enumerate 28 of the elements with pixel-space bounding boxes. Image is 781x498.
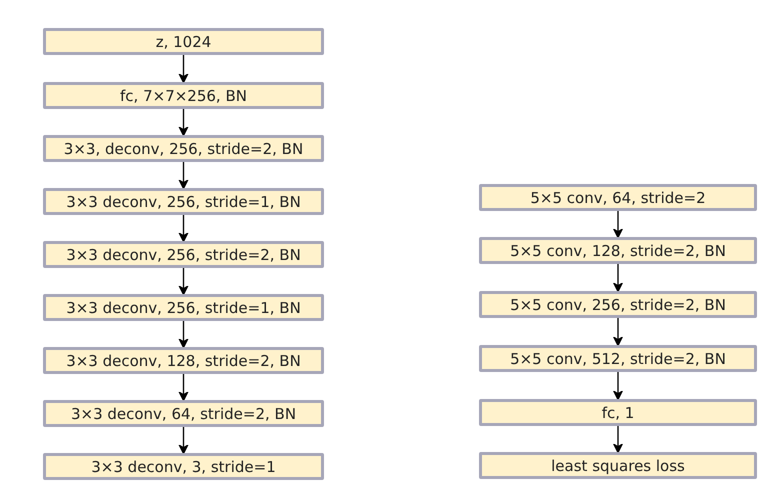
- layer-box: 5×5 conv, 64, stride=2: [479, 184, 757, 211]
- layer-box: 3×3, deconv, 256, stride=2, BN: [43, 135, 324, 162]
- layer-box: 5×5 conv, 256, stride=2, BN: [479, 291, 757, 318]
- layer-box: 3×3 deconv, 3, stride=1: [43, 453, 324, 480]
- arrow: [178, 268, 188, 296]
- arrow: [178, 215, 188, 242]
- arrow: [178, 162, 188, 190]
- arrow: [178, 374, 188, 402]
- layer-box: 3×3 deconv, 64, stride=2, BN: [43, 400, 324, 427]
- arrow: [178, 55, 188, 84]
- arrow: [178, 321, 188, 348]
- arrow: [613, 264, 623, 292]
- arrow: [613, 426, 623, 454]
- arrow: [613, 318, 623, 346]
- layer-box: 3×3 deconv, 128, stride=2, BN: [43, 347, 324, 374]
- layer-box: z, 1024: [43, 28, 324, 55]
- arrow: [613, 211, 623, 238]
- arrow: [178, 109, 188, 136]
- layer-box: fc, 7×7×256, BN: [43, 82, 324, 109]
- layer-box: fc, 1: [479, 399, 757, 426]
- layer-box: 3×3 deconv, 256, stride=2, BN: [43, 241, 324, 268]
- layer-box: 3×3 deconv, 256, stride=1, BN: [43, 294, 324, 321]
- arrow: [178, 427, 188, 454]
- layer-box: 3×3 deconv, 256, stride=1, BN: [43, 188, 324, 215]
- layer-box: 5×5 conv, 128, stride=2, BN: [479, 237, 757, 264]
- layer-box: least squares loss: [479, 452, 757, 479]
- arrow: [613, 372, 623, 400]
- layer-box: 5×5 conv, 512, stride=2, BN: [479, 345, 757, 372]
